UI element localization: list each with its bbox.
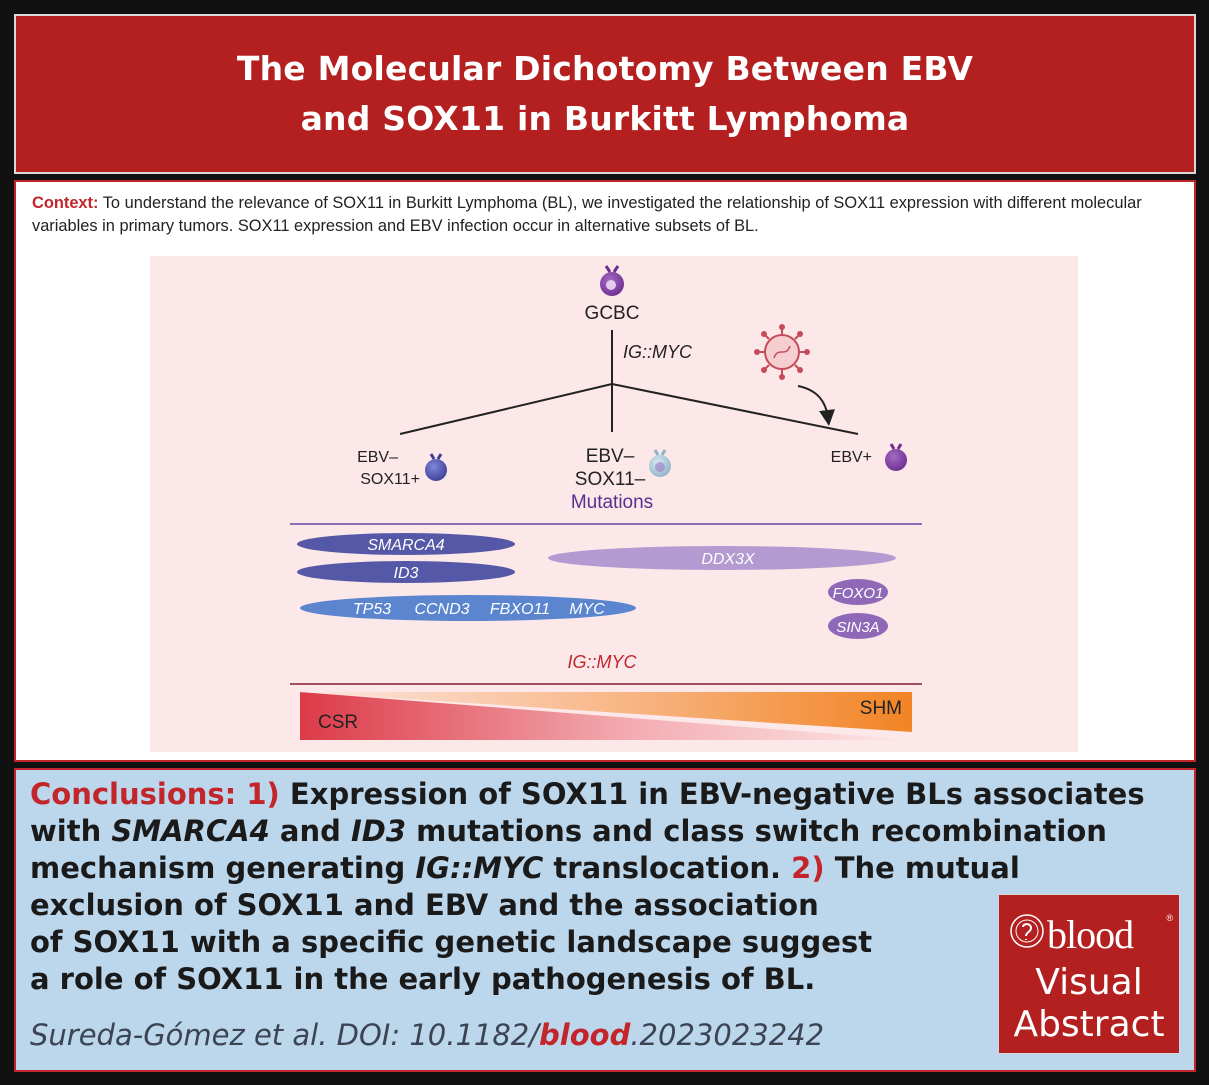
conclusion-2-part-c: of SOX11 with a specific genetic landsca… [30,925,873,959]
ebv-positive-cell-icon [885,443,907,471]
conclusion-2-part-a: The mutual [834,851,1020,885]
myc-label: MYC [569,601,605,618]
shm-gradient [300,692,912,732]
conclusions-panel: Conclusions: 1) Expression of SOX11 in E… [14,768,1196,1072]
gcbc-cell-icon [600,265,624,296]
left-branch-line [399,383,613,435]
virus-icon [754,324,810,380]
group-left-line2: SOX11+ [360,471,420,488]
society-seal-icon [1010,914,1044,948]
shm-label: SHM [860,698,902,719]
diagram-background [150,256,1078,752]
title-banner: The Molecular Dichotomy Between EBV and … [14,14,1196,174]
conclusion-2-part-b: exclusion of SOX11 and EBV and the assoc… [30,888,819,922]
branch-label: IG::MYC [623,342,693,362]
id3-mutation-bar [297,561,515,583]
shared-mutations-bar [300,595,636,621]
sin3a-label: SIN3A [836,619,879,636]
sox11-negative-cell-icon [649,449,671,477]
conclusion-1-part-d: translocation. [553,851,782,885]
conclusion-number-2: 2) [791,851,825,885]
ccnd3-label: CCND3 [414,601,469,618]
blood-logo-word: blood [1047,912,1134,957]
conclusion-2-part-d: a role of SOX11 in the early pathogenesi… [30,962,816,996]
registered-mark: ® [1166,913,1173,923]
csr-label: CSR [318,712,358,733]
group-right-label: EBV+ [831,449,872,466]
tp53-label: TP53 [353,601,391,618]
smarca4-label: SMARCA4 [367,537,444,554]
context-label: Context: [32,194,99,212]
ddx3x-label: DDX3X [701,551,756,568]
mechanism-diagram: GCBC IG::MYC EBV– SOX11+ [150,256,1078,752]
foxo1-mutation-bar [828,579,888,605]
group-mid-line2: SOX11– [575,469,646,490]
context-body: To understand the relevance of SOX11 in … [32,194,1142,235]
sin3a-mutation-bar [828,613,888,639]
gene-igmyc: IG::MYC [415,851,544,885]
citation-suffix: .2023023242 [630,1018,825,1052]
right-branch-line [611,383,859,435]
context-panel: Context: To understand the relevance of … [14,180,1196,762]
translocation-title: IG::MYC [567,652,637,672]
group-mid-line1: EBV– [586,446,635,467]
conclusion-1-part-b: and [279,814,341,848]
id3-label: ID3 [394,565,419,582]
page-title: The Molecular Dichotomy Between EBV and … [237,44,973,144]
sox11-positive-cell-icon [425,453,447,481]
blood-visual-abstract-badge: blood ® Visual Abstract [998,894,1180,1054]
badge-line-2: Abstract [1013,1004,1165,1045]
gene-id3: ID3 [351,814,407,848]
gcbc-label: GCBC [585,303,640,324]
conclusion-1-part-c: mutations and class switch recombination… [30,814,1107,885]
infection-arrow [797,385,835,426]
blood-logo: blood ® [1009,907,1173,957]
mutations-title: Mutations [571,492,653,513]
badge-line-1: Visual [1035,962,1143,1003]
citation-prefix: Sureda-Gómez et al. DOI: 10.1182/ [30,1018,540,1052]
ddx3x-mutation-bar [548,546,896,570]
foxo1-label: FOXO1 [833,585,884,602]
citation: Sureda-Gómez et al. DOI: 10.1182/blood.2… [30,1018,824,1052]
csr-gradient [300,692,912,740]
conclusions-paragraph: Conclusions: 1) Expression of SOX11 in E… [30,776,1190,998]
group-left-line1: EBV– [357,449,398,466]
fbxo11-label: FBXO11 [490,601,550,618]
context-paragraph: Context: To understand the relevance of … [32,192,1182,238]
smarca4-mutation-bar [297,533,515,555]
conclusions-label: Conclusions: [30,777,237,811]
title-line-1: The Molecular Dichotomy Between EBV [236,49,974,88]
conclusion-number-1: 1) [246,777,280,811]
gene-smarca4: SMARCA4 [111,814,270,848]
conclusion-1-part-a: Expression of SOX11 in EBV-negative BLs … [30,777,1145,848]
citation-journal: blood [539,1018,631,1052]
title-line-2: and SOX11 in Burkitt Lymphoma [300,99,910,138]
